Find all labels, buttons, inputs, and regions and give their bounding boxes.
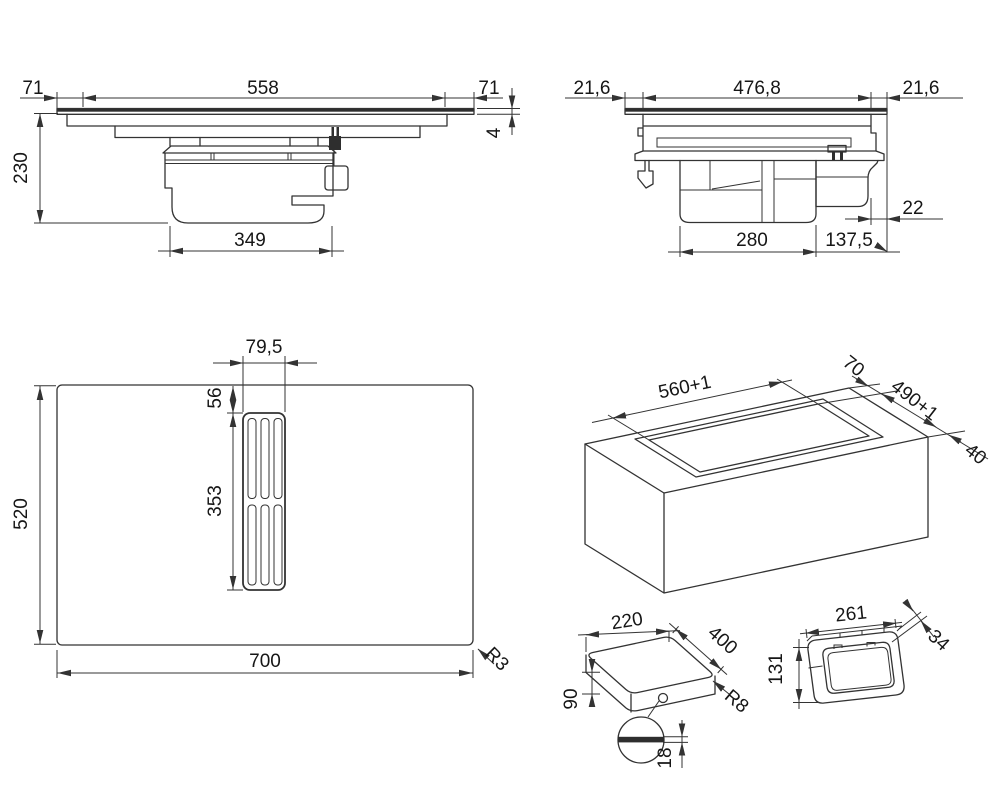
dim-cutout-depth: 490+1 [887, 376, 942, 425]
dim-side-body-width: 476,8 [733, 78, 781, 99]
dim-plan-vent-length: 353 [205, 485, 226, 517]
capacitor-box-front [324, 165, 349, 191]
dim-duct-height: 90 [561, 688, 582, 709]
flange-iso-view: 261 131 34 [766, 598, 954, 709]
dim-plan-vent-offset: 56 [205, 387, 226, 408]
vent-cutout-plan [242, 412, 286, 591]
dim-side-left-inset: 21,6 [574, 78, 611, 99]
dim-plan-vent-width: 79,5 [246, 337, 283, 358]
terminal-block-front [329, 136, 341, 150]
duct-hole-marker [657, 692, 669, 704]
duct-wall-section [618, 736, 664, 743]
dim-flange-width: 261 [834, 602, 868, 626]
detail-circle [617, 716, 665, 764]
dim-front-left-overhang: 71 [22, 78, 43, 99]
dim-duct-wall-height: 18 [655, 747, 676, 768]
dim-side-motor-box-offset: 137,5 [825, 230, 873, 251]
dim-plan-corner-radius: R3 [481, 643, 513, 675]
dim-side-right-inset: 21,6 [903, 78, 940, 99]
mounting-clip-side [827, 144, 847, 153]
glass-top-side [625, 108, 887, 112]
dim-front-right-overhang: 71 [478, 78, 499, 99]
front-elevation-view: 71 558 71 230 4 349 [11, 78, 520, 257]
dim-front-glass-width: 558 [247, 78, 279, 99]
side-elevation-view: 21,6 476,8 21,6 22 280 137,5 [565, 78, 963, 257]
dim-front-duct-box-width: 349 [234, 230, 266, 251]
dim-plan-depth: 520 [11, 498, 32, 530]
worktop-cutout-iso-view: 560+1 70 490+1 40 [584, 352, 991, 594]
plan-view: 79,5 56 353 520 700 R3 [11, 337, 513, 678]
dim-plan-width: 700 [249, 651, 281, 672]
dim-flange-height: 131 [766, 653, 787, 685]
dim-side-motor-box-width: 280 [736, 230, 768, 251]
dim-cutout-rear-margin: 70 [839, 352, 869, 382]
dim-duct-length: 400 [704, 622, 742, 659]
dim-side-rear-offset: 22 [902, 198, 923, 219]
dim-cutout-extra-margin: 40 [961, 440, 991, 470]
dim-front-height: 230 [11, 152, 32, 184]
dim-front-glass-thickness: 4 [484, 127, 505, 138]
hob-outline-plan [56, 384, 474, 646]
glass-top-front [57, 108, 474, 112]
duct-iso-view: 18 90 220 400 R8 [561, 609, 752, 769]
dim-duct-width: 220 [610, 609, 645, 635]
